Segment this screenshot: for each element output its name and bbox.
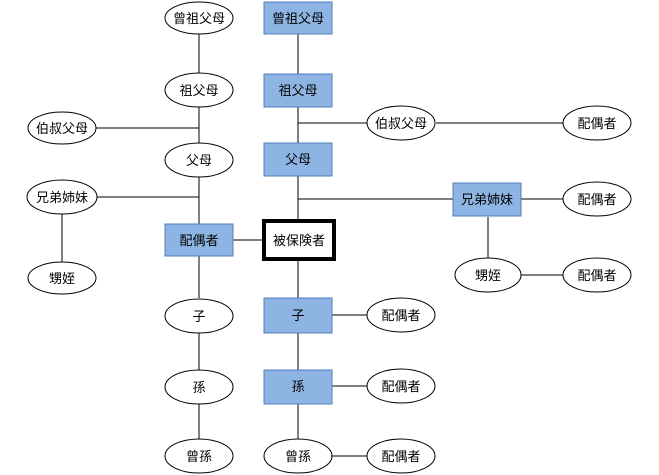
node-label: 配偶者 [577,193,616,208]
insured-node: 被保険者 [262,219,336,261]
spouse-uncle-aunt-node: 伯叔父母 [27,111,97,145]
node-label: 配偶者 [381,450,420,465]
spouse-nephew-niece-node: 甥姪 [27,261,97,295]
grandchild-node: 孫 [263,369,333,405]
spouse-parents-node: 父母 [164,142,234,178]
node-label: 配偶者 [577,117,616,132]
node-label: 兄弟姉妹 [36,191,88,206]
siblings-node: 兄弟姉妹 [452,182,522,217]
node-label: 配偶者 [381,380,420,395]
node-label: 曾祖父母 [173,12,225,27]
node-label: 伯叔父母 [375,117,427,132]
connector-lines [61,34,563,457]
child-node: 子 [263,297,333,334]
spouse-child-node: 子 [164,298,234,334]
node-label: 祖父母 [278,84,317,99]
siblings-spouse-node: 配偶者 [562,181,632,217]
node-label: 曾孫 [285,450,311,465]
spouse-great-grandparents-node: 曾祖父母 [164,1,234,35]
node-label: 孫 [291,380,304,395]
uncle-aunt-spouse-node: 配偶者 [562,105,632,141]
grandchild-spouse-node: 配偶者 [366,368,436,404]
node-label: 曾祖父母 [272,12,324,27]
node-label: 配偶者 [381,309,420,324]
nephew-niece-node: 甥姪 [454,257,522,293]
spouse-node: 配偶者 [164,223,234,257]
node-label: 子 [192,310,205,325]
great-grandchild-spouse-node: 配偶者 [366,438,436,474]
node-label: 伯叔父母 [36,122,88,137]
node-label: 配偶者 [577,269,616,284]
spouse-grandchild-node: 孫 [164,369,234,405]
node-label: 孫 [192,381,205,396]
node-label: 甥姪 [49,272,75,287]
parents-node: 父母 [263,142,333,177]
child-spouse-node: 配偶者 [366,297,436,333]
node-label: 甥姪 [475,269,501,284]
great-grandparents-node: 曾祖父母 [263,1,333,35]
node-label: 兄弟姉妹 [461,193,513,208]
spouse-great-grandchild-node: 曾孫 [164,438,234,474]
grandparents-node: 祖父母 [263,73,333,108]
uncle-aunt-node: 伯叔父母 [366,105,436,141]
node-label: 父母 [285,153,311,168]
node-label: 祖父母 [179,84,218,99]
node-label: 被保険者 [273,234,325,249]
spouse-siblings-node: 兄弟姉妹 [26,179,98,215]
spouse-grandparents-node: 祖父母 [164,72,234,108]
nephew-niece-spouse-node: 配偶者 [562,257,632,293]
node-label: 配偶者 [179,234,218,249]
node-label: 子 [291,309,304,324]
node-label: 曾孫 [186,450,212,465]
node-label: 父母 [186,154,212,169]
great-grandchild-node: 曾孫 [263,438,333,474]
